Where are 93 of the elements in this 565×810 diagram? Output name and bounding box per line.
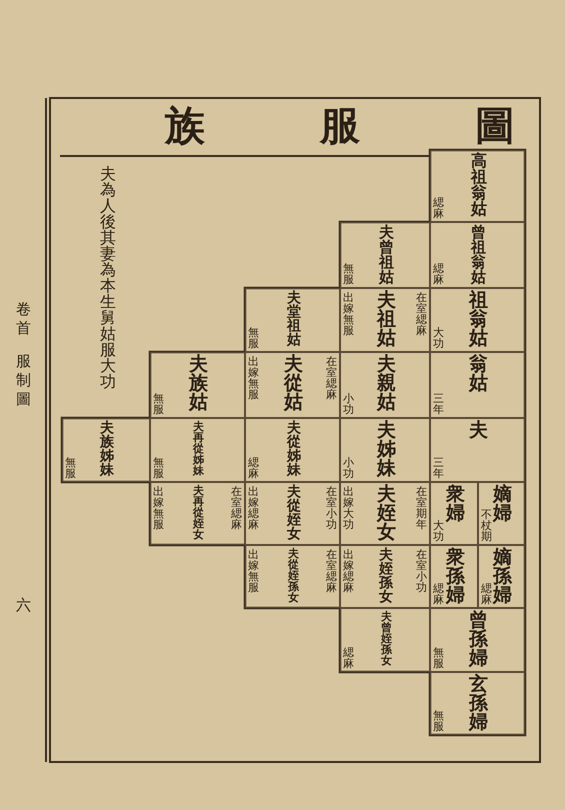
mourning-term: 無服 bbox=[65, 457, 76, 479]
kin-cell bbox=[430, 418, 525, 482]
mourning-term: 在室緦麻 bbox=[416, 292, 427, 336]
kin-cell bbox=[340, 222, 430, 288]
mourning-term: 三年 bbox=[433, 393, 444, 415]
kin-cell bbox=[150, 352, 245, 418]
volume-label: 卷首 bbox=[16, 300, 31, 338]
kin-cell bbox=[340, 608, 430, 672]
kin-name: 夫姊妹 bbox=[377, 421, 396, 478]
mourning-term: 小功 bbox=[343, 457, 354, 479]
kin-cell bbox=[245, 352, 340, 418]
kin-name: 夫從姪孫女 bbox=[288, 548, 299, 603]
kin-cell bbox=[430, 608, 525, 672]
mourning-term: 出嫁無服 bbox=[248, 356, 259, 400]
kin-cell bbox=[478, 545, 525, 608]
kin-name: 夫族姊妹 bbox=[100, 421, 114, 477]
mourning-term: 大功 bbox=[433, 327, 444, 349]
mourning-term: 無服 bbox=[248, 327, 259, 349]
kin-cell bbox=[340, 418, 430, 482]
mourning-term: 在室小功 bbox=[416, 549, 427, 593]
kin-name: 夫從姊妹 bbox=[287, 421, 301, 477]
kin-cell bbox=[430, 150, 525, 222]
mourning-term: 緦麻 bbox=[433, 197, 444, 219]
kin-name: 衆婦 bbox=[446, 485, 465, 523]
kin-name: 夫親姑 bbox=[377, 355, 396, 412]
mourning-term: 大功 bbox=[433, 520, 444, 542]
kin-cell bbox=[478, 482, 525, 545]
mourning-term: 無服 bbox=[433, 710, 444, 732]
mourning-term: 在室緦麻 bbox=[326, 356, 337, 400]
kin-name: 夫 bbox=[469, 421, 488, 440]
note: 夫為人後其妻為本生舅姑服大功 bbox=[100, 166, 116, 390]
kin-cell bbox=[430, 352, 525, 418]
kin-cell bbox=[430, 672, 525, 735]
kin-cell bbox=[340, 482, 430, 545]
mourning-term: 緦麻 bbox=[481, 583, 492, 605]
kin-name: 祖翁姑 bbox=[469, 291, 488, 348]
kin-cell bbox=[150, 418, 245, 482]
mourning-term: 小功 bbox=[343, 393, 354, 415]
kin-cell bbox=[430, 545, 478, 608]
kin-cell bbox=[340, 288, 430, 352]
kin-name: 夫族姑 bbox=[189, 355, 208, 412]
mourning-term: 在室緦麻 bbox=[231, 486, 242, 530]
kin-name: 夫從姪女 bbox=[287, 485, 301, 541]
kin-cell bbox=[430, 482, 478, 545]
kin-cell bbox=[62, 418, 150, 482]
mourning-term: 三年 bbox=[433, 457, 444, 479]
mourning-term: 緦麻 bbox=[343, 647, 354, 669]
kin-name: 夫祖姑 bbox=[377, 291, 396, 348]
mourning-term: 緦麻 bbox=[433, 583, 444, 605]
kin-cell bbox=[245, 418, 340, 482]
mourning-term: 在室緦麻 bbox=[326, 549, 337, 593]
kin-name: 夫堂祖姑 bbox=[287, 291, 301, 347]
kin-cell bbox=[430, 222, 525, 288]
mourning-term: 緦麻 bbox=[433, 263, 444, 285]
mourning-term: 出嫁大功 bbox=[343, 486, 354, 530]
kin-name: 夫再從姪女 bbox=[193, 485, 204, 540]
kin-name: 夫從姑 bbox=[284, 355, 303, 412]
mourning-term: 無服 bbox=[433, 647, 444, 669]
kin-name: 玄孫婦 bbox=[469, 675, 488, 732]
kin-name: 高祖翁姑 bbox=[471, 153, 487, 217]
kin-name: 夫再從姊妹 bbox=[193, 421, 204, 476]
mourning-term: 出嫁無服 bbox=[248, 549, 259, 593]
kin-name: 衆孫婦 bbox=[446, 548, 465, 605]
kin-name: 嫡孫婦 bbox=[493, 548, 512, 605]
mourning-term: 緦麻 bbox=[248, 457, 259, 479]
kin-name: 夫姪女 bbox=[377, 485, 396, 542]
kin-name: 夫曾姪孫女 bbox=[381, 611, 392, 666]
mourning-term: 無服 bbox=[153, 393, 164, 415]
mourning-term: 不杖期 bbox=[481, 509, 492, 542]
kin-name: 夫曾祖姑 bbox=[379, 225, 394, 285]
kin-cell bbox=[340, 352, 430, 418]
kin-cell bbox=[245, 288, 340, 352]
mourning-term: 出嫁無服 bbox=[343, 292, 354, 336]
mourning-term: 無服 bbox=[153, 457, 164, 479]
kin-cell bbox=[340, 545, 430, 608]
title: 族服圖 bbox=[165, 104, 515, 148]
mourning-term: 無服 bbox=[343, 263, 354, 285]
mourning-term: 在室期年 bbox=[416, 486, 427, 530]
mourning-term: 出嫁緦麻 bbox=[343, 549, 354, 593]
kin-cell bbox=[150, 482, 245, 545]
kin-name: 曾祖翁姑 bbox=[471, 225, 486, 285]
kin-name: 嫡婦 bbox=[493, 485, 512, 523]
kin-name: 曾孫婦 bbox=[469, 611, 488, 668]
kin-name: 夫姪孫女 bbox=[379, 548, 393, 604]
kin-cell bbox=[245, 545, 340, 608]
kin-name: 翁姑 bbox=[469, 355, 488, 393]
mourning-term: 出嫁緦麻 bbox=[248, 486, 259, 530]
section-label: 服制圖 bbox=[16, 352, 31, 409]
kin-cell bbox=[245, 482, 340, 545]
kin-cell bbox=[430, 288, 525, 352]
mourning-term: 出嫁無服 bbox=[153, 486, 164, 530]
page-number: 六 bbox=[16, 596, 31, 615]
mourning-term: 在室小功 bbox=[326, 486, 337, 530]
